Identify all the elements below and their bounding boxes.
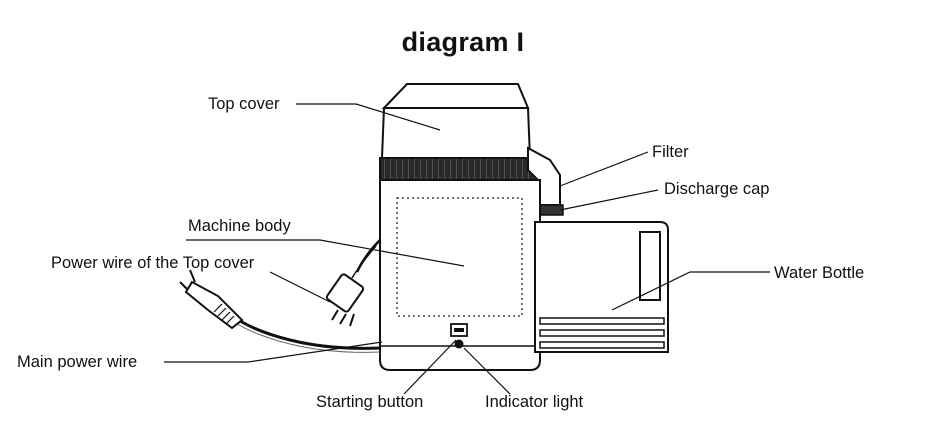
label-power-wire-top-cover: Power wire of the Top cover	[51, 254, 255, 272]
seal-band	[379, 157, 541, 181]
label-filter: Filter	[652, 143, 689, 161]
machine-body-part	[379, 179, 541, 371]
indicator-light-part	[454, 339, 464, 349]
label-machine-body: Machine body	[188, 217, 291, 235]
starting-button-part	[450, 323, 468, 337]
label-discharge-cap: Discharge cap	[664, 180, 770, 198]
leader-water-bottle	[611, 271, 770, 311]
top-cover-power-wire-part	[325, 239, 381, 327]
top-cover-part	[380, 83, 532, 159]
leader-machine-body	[186, 239, 465, 267]
label-indicator-light: Indicator light	[485, 393, 584, 411]
leader-indicator-light	[463, 347, 511, 395]
label-starting-button: Starting button	[316, 393, 424, 411]
leader-main-power-wire	[164, 341, 383, 363]
water-bottle-part	[534, 221, 669, 353]
leader-starting-button	[403, 339, 457, 395]
diagram-title: diagram I	[401, 27, 525, 57]
leader-power-wire-top-cover	[269, 271, 331, 303]
main-power-wire-part	[179, 269, 381, 353]
label-top-cover: Top cover	[208, 95, 280, 113]
leader-filter	[559, 151, 649, 187]
label-main-power-wire: Main power wire	[17, 353, 138, 371]
leader-lines	[164, 103, 770, 395]
leader-discharge-cap	[559, 189, 659, 211]
label-water-bottle: Water Bottle	[774, 264, 865, 282]
leader-top-cover	[296, 103, 441, 131]
